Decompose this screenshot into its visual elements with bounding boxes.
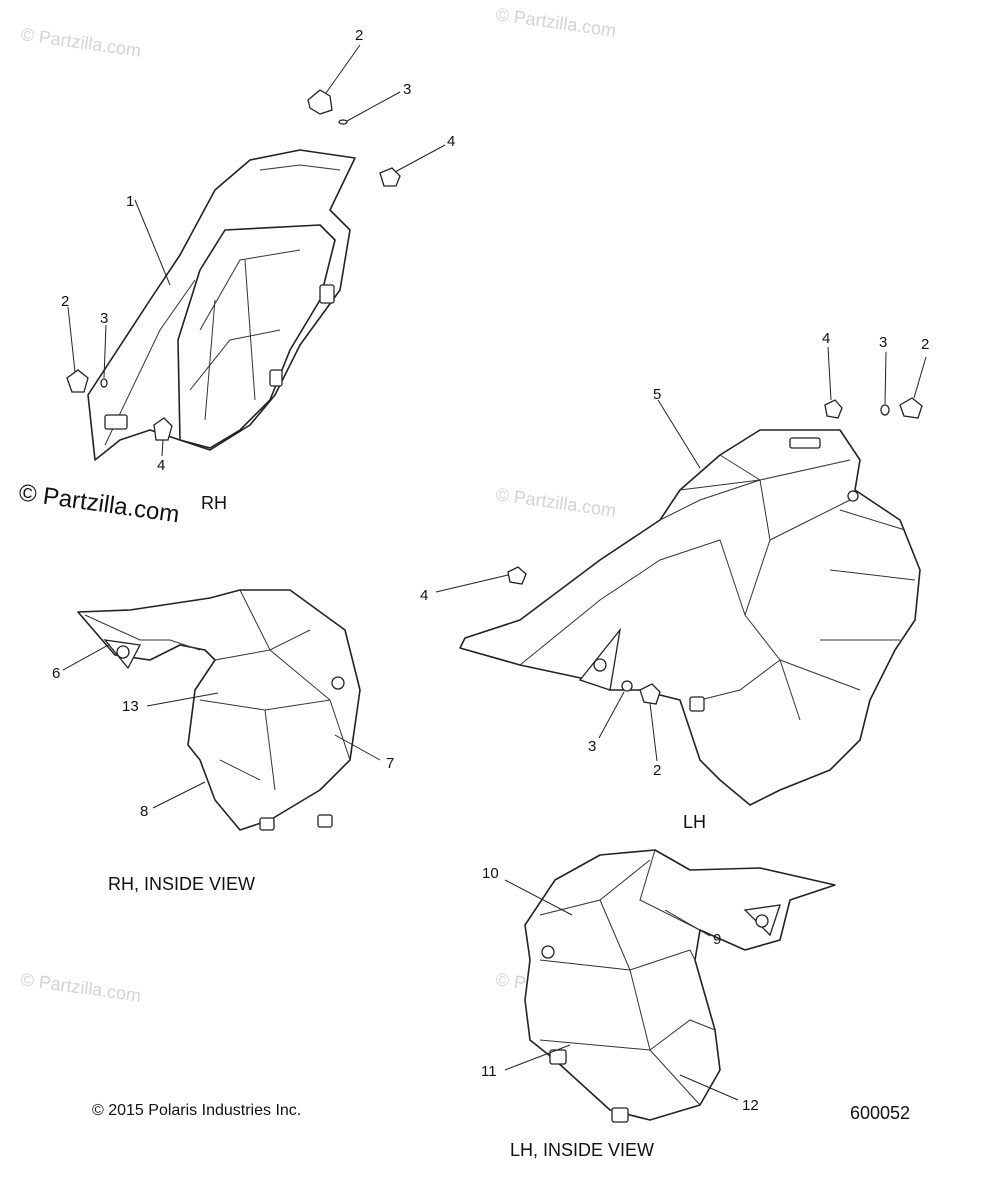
callout-lh-inside: 11 — [481, 1063, 497, 1080]
callout-lh: 2 — [653, 762, 661, 779]
callout-rh-inside: 13 — [122, 698, 139, 715]
lh-fender-part-5 — [459, 429, 921, 806]
rh-hardware — [66, 89, 401, 441]
callout-rh-inside: 7 — [386, 755, 394, 772]
watermark-prominent: © Partzilla.com — [17, 479, 181, 528]
watermark: © Partzilla.com — [19, 969, 142, 1006]
watermark: © Partzilla.com — [19, 24, 142, 61]
callout-rh: 3 — [100, 310, 108, 327]
callout-lh: 5 — [653, 386, 661, 403]
callout-rh: 1 — [126, 193, 134, 210]
callout-lh: 4 — [420, 587, 428, 604]
copyright-notice: © 2015 Polaris Industries Inc. — [92, 1102, 301, 1119]
callout-lh: 4 — [822, 330, 830, 347]
rh-inside-callouts: 6 13 7 8 — [52, 665, 394, 820]
rh-inside-view — [77, 589, 361, 831]
view-label-rh-inside: RH, INSIDE VIEW — [108, 874, 255, 894]
callout-rh: 2 — [61, 293, 69, 310]
callout-lh: 2 — [921, 336, 929, 353]
callout-rh-inside: 6 — [52, 665, 60, 682]
view-label-lh: LH — [683, 812, 706, 832]
lh-hardware — [507, 397, 923, 705]
lh-inside-leaders — [504, 879, 739, 1101]
callout-rh: 4 — [157, 457, 165, 474]
rh-callouts: 1 2 3 4 2 3 4 — [61, 27, 455, 474]
callout-lh-inside: 12 — [742, 1097, 759, 1114]
rh-fender-part-1 — [87, 149, 356, 461]
view-label-rh: RH — [201, 493, 227, 513]
rh-inside-leaders — [62, 643, 381, 809]
lh-leaders — [435, 346, 927, 762]
lh-callouts: 5 4 3 2 4 3 2 — [420, 330, 929, 779]
watermark: © Partzilla.com — [494, 484, 617, 521]
callout-rh: 3 — [403, 81, 411, 98]
lh-inside-view — [524, 849, 836, 1123]
callout-lh-inside: 9 — [713, 931, 721, 948]
callout-lh: 3 — [588, 738, 596, 755]
watermark: © Partzilla.com — [494, 4, 617, 41]
lh-inside-callouts: 10 9 11 12 — [481, 865, 759, 1114]
callout-lh-inside: 10 — [482, 865, 499, 882]
view-label-lh-inside: LH, INSIDE VIEW — [510, 1140, 654, 1160]
diagram-number: 600052 — [850, 1103, 910, 1123]
callout-rh: 2 — [355, 27, 363, 44]
callout-lh: 3 — [879, 334, 887, 351]
rh-leaders — [67, 44, 446, 457]
callout-rh: 4 — [447, 133, 455, 150]
callout-rh-inside: 8 — [140, 803, 148, 820]
